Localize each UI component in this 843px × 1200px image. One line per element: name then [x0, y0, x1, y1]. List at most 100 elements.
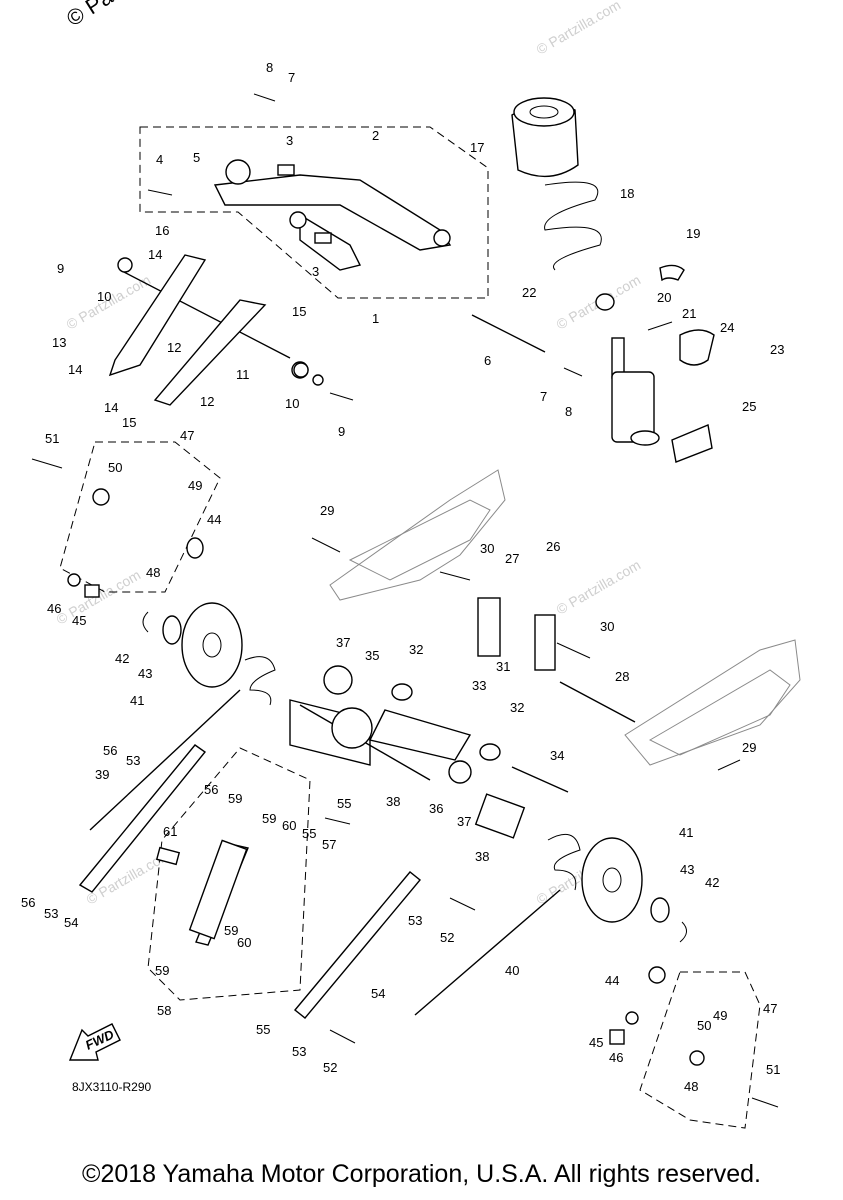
front-shock	[511, 97, 715, 463]
shaft-6	[471, 314, 546, 353]
callout: 27	[505, 551, 519, 566]
callout: 38	[475, 849, 489, 864]
callout: 22	[522, 285, 536, 300]
callout: 23	[770, 342, 784, 357]
callout: 6	[484, 353, 491, 368]
callout: 60	[282, 818, 296, 833]
svg-text:© Partzilla.com: © Partzilla.com	[534, 0, 624, 58]
callout: 14	[104, 400, 118, 415]
callout: 32	[510, 700, 524, 715]
torsion-springs	[89, 656, 581, 1016]
group-outlines	[59, 126, 761, 1129]
callout: 9	[57, 261, 64, 276]
callout: 26	[546, 539, 560, 554]
callout: 46	[47, 601, 61, 616]
callout: 24	[720, 320, 734, 335]
front-arm	[213, 159, 452, 271]
callout: 8	[266, 60, 273, 75]
callout: 50	[108, 460, 122, 475]
callout: 5	[193, 150, 200, 165]
callout: 55	[256, 1022, 270, 1037]
callout: 51	[766, 1062, 780, 1077]
callout: 41	[679, 825, 693, 840]
copyright-notice: ©2018 Yamaha Motor Corporation, U.S.A. A…	[82, 1160, 761, 1188]
callout: 34	[550, 748, 564, 763]
callout: 13	[52, 335, 66, 350]
callout: 17	[470, 140, 484, 155]
callout: 2	[372, 128, 379, 143]
callout: 38	[386, 794, 400, 809]
callout: 59	[155, 963, 169, 978]
callout: 15	[122, 415, 136, 430]
front-arm-links	[108, 254, 324, 406]
diagram-code: 8JX3110-R290	[72, 1080, 152, 1094]
callout: 53	[292, 1044, 306, 1059]
callout: 59	[224, 923, 238, 938]
callout: 51	[45, 431, 59, 446]
callout: 56	[103, 743, 117, 758]
callout: 41	[130, 693, 144, 708]
callout: 29	[320, 503, 334, 518]
callout: 19	[686, 226, 700, 241]
callout: 53	[44, 906, 58, 921]
rear-wheel-right	[581, 837, 687, 943]
callout: 14	[148, 247, 162, 262]
svg-text:© Partzilla.com: © Partzilla.com	[554, 557, 644, 618]
callout: 14	[68, 362, 82, 377]
callout: 49	[188, 478, 202, 493]
parts-diagram: © Partzilla.com © Partzilla.com © Partzi…	[21, 0, 801, 1129]
callout: 20	[657, 290, 671, 305]
callout: 54	[371, 986, 385, 1001]
callout: 18	[620, 186, 634, 201]
callout: 50	[697, 1018, 711, 1033]
rear-arm	[289, 597, 636, 839]
callout: 29	[742, 740, 756, 755]
callout: 31	[496, 659, 510, 674]
callout: 54	[64, 915, 78, 930]
callout: 53	[126, 753, 140, 768]
callout: 60	[237, 935, 251, 950]
callout: 47	[763, 1001, 777, 1016]
link-plates	[78, 744, 421, 1019]
callout: 57	[322, 837, 336, 852]
rear-wheel-left	[142, 602, 243, 688]
callout: 43	[138, 666, 152, 681]
callout: 59	[228, 791, 242, 806]
callout: 39	[95, 767, 109, 782]
callouts: 8 7 3 2 17 18 4 5 16 14 9 10 3 15 1 19 2…	[21, 60, 784, 1094]
callout: 8	[565, 404, 572, 419]
callout: 15	[292, 304, 306, 319]
callout: 49	[713, 1008, 727, 1023]
callout: 21	[682, 306, 696, 321]
callout: 56	[204, 782, 218, 797]
callout: 55	[302, 826, 316, 841]
callout: 4	[156, 152, 163, 167]
callout: 52	[440, 930, 454, 945]
callout: 44	[605, 973, 619, 988]
callout: 48	[146, 565, 160, 580]
callout: 40	[505, 963, 519, 978]
hardware	[31, 93, 779, 1108]
callout: 46	[609, 1050, 623, 1065]
side-rails	[329, 469, 801, 766]
callout: 10	[97, 289, 111, 304]
callout: 12	[167, 340, 181, 355]
callout: 37	[457, 814, 471, 829]
callout: 25	[742, 399, 756, 414]
callout: 12	[200, 394, 214, 409]
callout: 11	[236, 367, 250, 382]
callout: 32	[409, 642, 423, 657]
callout: 43	[680, 862, 694, 877]
callout: 55	[337, 796, 351, 811]
callout: 44	[207, 512, 221, 527]
callout: 58	[157, 1003, 171, 1018]
callout: 7	[288, 70, 295, 85]
callout: 37	[336, 635, 350, 650]
callout: 48	[684, 1079, 698, 1094]
callout: 1	[372, 311, 379, 326]
callout: 10	[285, 396, 299, 411]
callout: 45	[589, 1035, 603, 1050]
callout: 16	[155, 223, 169, 238]
callout: 3	[312, 264, 319, 279]
callout: 9	[338, 424, 345, 439]
